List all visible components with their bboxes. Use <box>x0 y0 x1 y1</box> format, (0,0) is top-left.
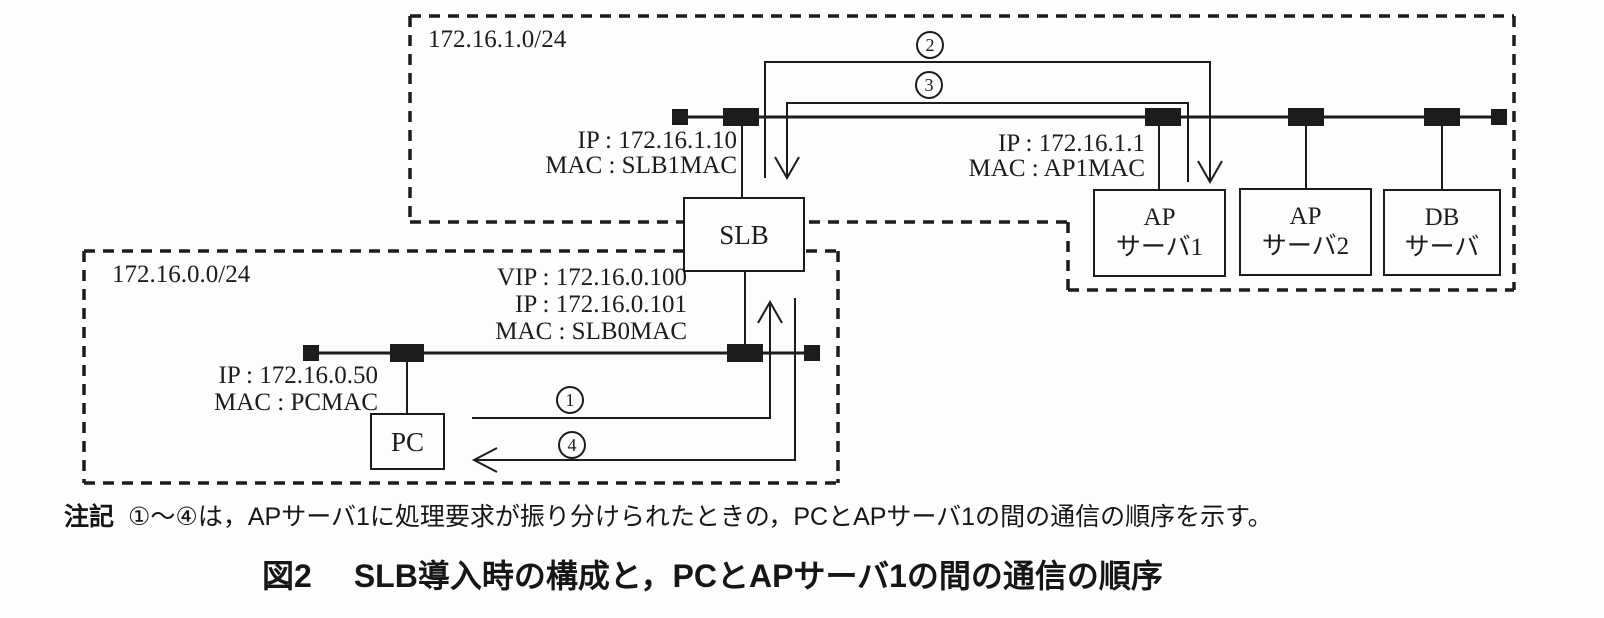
note-text: ①～④は，APサーバ1に処理要求が振り分けられたときの，PCとAPサーバ1の間の… <box>128 503 1273 531</box>
arrow-4-slb-to-pc <box>471 298 796 473</box>
slb-upper-interface-label: IP : 172.16.1.10 MAC : SLB1MAC <box>545 127 737 179</box>
note-label: 注記 <box>64 503 115 531</box>
upper-subnet-label: 172.16.1.0/24 <box>428 26 567 53</box>
lower-subnet-label: 172.16.0.0/24 <box>112 261 251 288</box>
sequence-2-badge: 2 <box>916 31 944 59</box>
figure-caption: 図2 SLB導入時の構成と，PCとAPサーバ1の間の通信の順序 <box>262 551 1163 597</box>
pc-node: PC <box>370 413 445 470</box>
arrow-3-ap1-to-slb <box>774 102 1189 182</box>
figure-number: 図2 <box>262 558 312 594</box>
sequence-arrows <box>471 61 1223 473</box>
arrow-1-pc-to-slb <box>472 299 783 419</box>
ap1-interface-label: IP : 172.16.1.1 MAC : AP1MAC <box>968 130 1145 182</box>
caption-text: SLB導入時の構成と，PCとAPサーバ1の間の通信の順序 <box>353 558 1163 594</box>
slb-node: SLB <box>683 197 805 272</box>
pc-interface-label: IP : 172.16.0.50 MAC : PCMAC <box>214 362 378 416</box>
ap2-tap <box>1288 108 1324 126</box>
sequence-4-badge: 4 <box>558 431 586 459</box>
slb-lower-interface-label: VIP : 172.16.0.100 IP : 172.16.0.101 MAC… <box>495 264 687 345</box>
ap-server2-node: AP サーバ2 <box>1239 188 1372 276</box>
sequence-3-badge: 3 <box>915 71 943 99</box>
ap1-tap <box>1145 108 1181 126</box>
slb-upper-tap <box>723 108 759 126</box>
db-tap <box>1424 108 1460 126</box>
db-server-node: DB サーバ <box>1383 189 1501 276</box>
slb-lower-tap <box>727 344 763 362</box>
ap-server1-node: AP サーバ1 <box>1093 189 1226 277</box>
sequence-1-badge: 1 <box>556 386 584 414</box>
pc-tap <box>390 344 424 362</box>
figure-note: 注記 ①～④は，APサーバ1に処理要求が振り分けられたときの，PCとAPサーバ1の… <box>64 497 1273 533</box>
arrow-2-slb-to-ap1 <box>764 61 1223 185</box>
bus-terminators <box>303 108 1507 362</box>
drop-lines <box>406 126 1443 413</box>
